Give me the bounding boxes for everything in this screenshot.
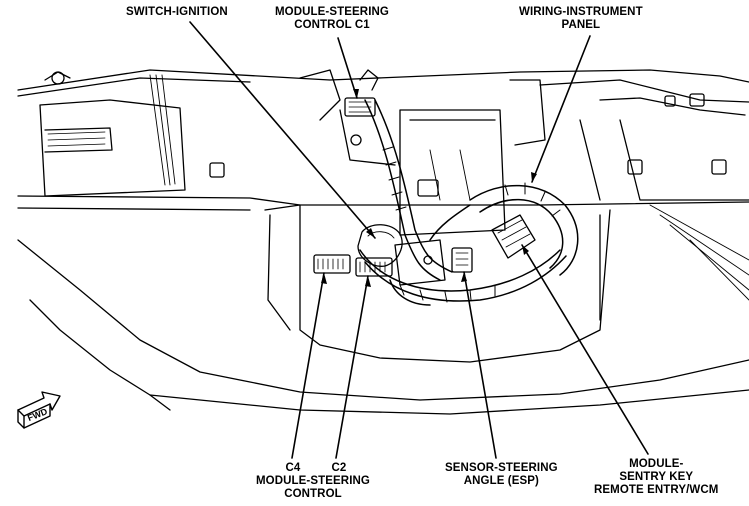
callout-c4-c2-module-steering: C4 C2 MODULE-STEERING CONTROL — [256, 462, 370, 501]
callout-module-sentry-key-line3: REMOTE ENTRY/WCM — [594, 484, 719, 496]
leader-arrowheads — [321, 89, 537, 287]
wiring-harness — [359, 99, 579, 306]
leader-c4 — [291, 272, 325, 459]
callout-switch-ignition: SWITCH-IGNITION — [126, 6, 228, 19]
callout-module-sentry-key-line1: MODULE- — [629, 458, 684, 470]
callout-module-sentry-key-line2: SENTRY KEY — [619, 471, 694, 483]
callout-c4-label: C4 — [285, 462, 301, 474]
module-steering-control-c1-connector — [344, 69, 379, 117]
leader-c2 — [335, 275, 369, 459]
module-sentry-key-connector — [491, 214, 536, 259]
callout-module-sentry-key: MODULE- SENTRY KEY REMOTE ENTRY/WCM — [594, 458, 718, 497]
callout-c4-c2-row: C4 C2 — [256, 462, 370, 475]
callout-switch-ignition-line1: SWITCH-IGNITION — [126, 6, 228, 18]
leader-module-steering-c1 — [337, 37, 358, 99]
callout-sensor-steering-line2: ANGLE (ESP) — [463, 475, 539, 487]
callout-module-steering-c1: MODULE-STEERING CONTROL C1 — [275, 6, 389, 32]
callout-sensor-steering-angle: SENSOR-STEERING ANGLE (ESP) — [445, 462, 558, 488]
c4-connector — [313, 254, 351, 274]
c2-connector — [355, 257, 393, 277]
leader-sensor-steering — [463, 271, 497, 459]
fwd-arrow: FWD — [17, 391, 61, 429]
fwd-arrow-label: FWD — [26, 406, 49, 423]
leader-switch-ignition — [189, 21, 376, 239]
callout-wiring-instrument-panel: WIRING-INSTRUMENT PANEL — [519, 6, 643, 32]
callout-module-steering-c1-line2: CONTROL C1 — [294, 19, 370, 31]
callout-wiring-instrument-panel-line2: PANEL — [561, 19, 601, 31]
callout-c4-c2-line3: CONTROL — [284, 488, 342, 500]
sensor-steering-angle-connector — [451, 247, 473, 273]
callout-wiring-instrument-panel-line1: WIRING-INSTRUMENT — [519, 6, 643, 18]
leader-module-sentry-key — [521, 244, 649, 455]
callout-sensor-steering-line1: SENSOR-STEERING — [445, 462, 558, 474]
instrument-panel-body — [17, 69, 749, 415]
callout-c2-label: C2 — [331, 462, 347, 474]
callout-c4-c2-line2: MODULE-STEERING — [256, 475, 370, 487]
leader-wiring-instrument-panel — [531, 35, 591, 183]
leader-lines — [189, 21, 649, 459]
callout-module-steering-c1-line1: MODULE-STEERING — [275, 6, 389, 18]
clockspring-bracket — [394, 239, 446, 286]
